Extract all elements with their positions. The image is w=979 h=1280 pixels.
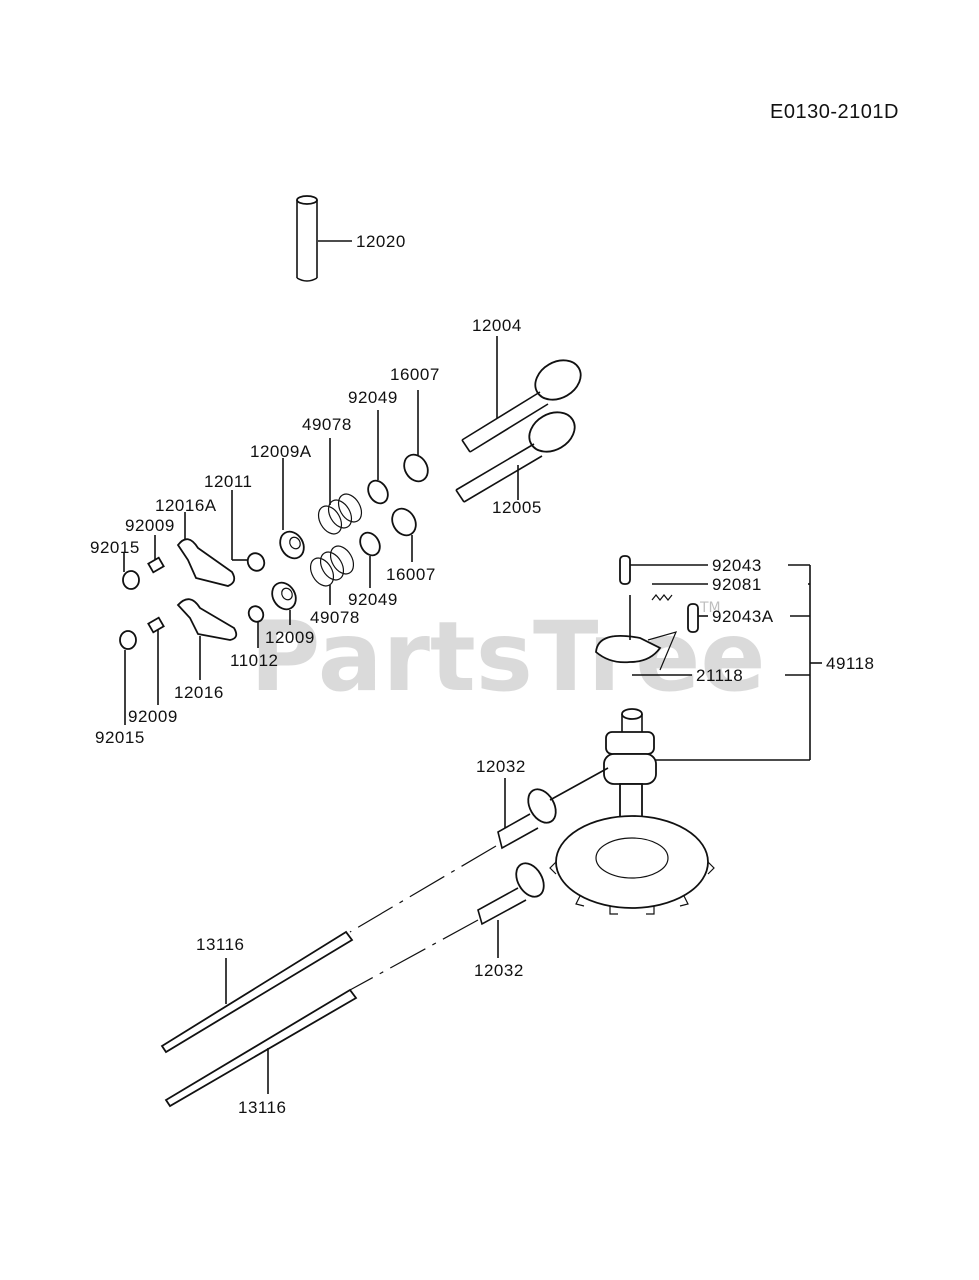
label-13116-lower[interactable]: 13116 [238,1098,287,1117]
part-shaft-12020[interactable] [296,195,352,282]
label-12009A[interactable]: 12009A [250,442,312,461]
part-cap-12011[interactable] [231,490,267,574]
label-16007-lower[interactable]: 16007 [386,565,436,584]
part-cap-11012[interactable] [246,604,266,648]
part-spring-49078-upper[interactable] [314,438,366,538]
label-12032-upper[interactable]: 12032 [476,757,526,776]
label-92049-lower[interactable]: 92049 [348,590,398,609]
part-spring-92081[interactable] [651,583,708,601]
part-cam-gear[interactable] [549,815,715,915]
bracket-49118 [650,564,822,761]
watermark-trademark: TM [699,600,721,616]
diagram-code: E0130-2101D [770,101,899,123]
part-pin-92043A[interactable] [687,603,708,633]
part-seat-12009[interactable] [267,578,300,625]
part-nut-92015-upper[interactable] [122,553,140,590]
label-12011[interactable]: 12011 [204,472,253,491]
label-92015-upper[interactable]: 92015 [90,538,140,557]
part-bolt-92009-upper[interactable] [147,535,165,574]
label-12005[interactable]: 12005 [492,498,542,517]
part-camshaft[interactable] [549,708,715,915]
part-pin-92043[interactable] [619,555,708,585]
part-rocker-arm-12016[interactable] [176,598,238,680]
part-spring-retainer-16007-lower[interactable] [387,504,420,562]
label-16007-upper[interactable]: 16007 [390,365,440,384]
label-92043A[interactable]: 92043A [712,607,774,626]
label-12009[interactable]: 12009 [265,628,315,647]
center-lines [349,845,497,991]
label-13116-upper[interactable]: 13116 [196,935,245,954]
part-push-rod-13116-upper[interactable] [160,930,354,1054]
part-bolt-92009-lower[interactable] [147,616,165,705]
label-21118[interactable]: 21118 [696,666,743,685]
label-12016[interactable]: 12016 [174,683,224,702]
label-12016A[interactable]: 12016A [155,496,217,515]
part-push-rod-13116-lower[interactable] [164,988,358,1108]
label-92009-lower[interactable]: 92009 [128,707,178,726]
part-spring-retainer-16007-upper[interactable] [399,390,432,486]
label-49118[interactable]: 49118 [826,654,875,673]
label-92049-upper[interactable]: 92049 [348,388,398,407]
part-nut-92015-lower[interactable] [119,630,137,725]
part-weight-21118[interactable] [595,595,692,676]
label-49078-lower[interactable]: 49078 [310,608,360,627]
label-92043[interactable]: 92043 [712,556,762,575]
label-92081[interactable]: 92081 [712,575,762,594]
label-12032-lower[interactable]: 12032 [474,961,524,980]
label-49078-upper[interactable]: 49078 [302,415,352,434]
part-valve-12004[interactable] [461,336,588,453]
part-spring-49078-lower[interactable] [306,542,358,605]
label-12004[interactable]: 12004 [472,316,522,335]
label-92009-upper[interactable]: 92009 [125,516,175,535]
part-cotter-92049-lower[interactable] [356,529,384,588]
watermark: PartsTree [250,601,765,713]
part-cotter-92049-upper[interactable] [364,410,392,507]
part-valve-12005[interactable] [455,404,582,503]
label-12020[interactable]: 12020 [356,232,406,251]
part-rocker-arm-12016A[interactable] [176,512,236,587]
part-seat-12009A[interactable] [275,458,308,563]
label-92015-lower[interactable]: 92015 [95,728,145,747]
label-11012[interactable]: 11012 [230,651,279,670]
part-lifter-12032-lower[interactable] [477,858,549,958]
part-lifter-12032-upper[interactable] [497,767,609,850]
